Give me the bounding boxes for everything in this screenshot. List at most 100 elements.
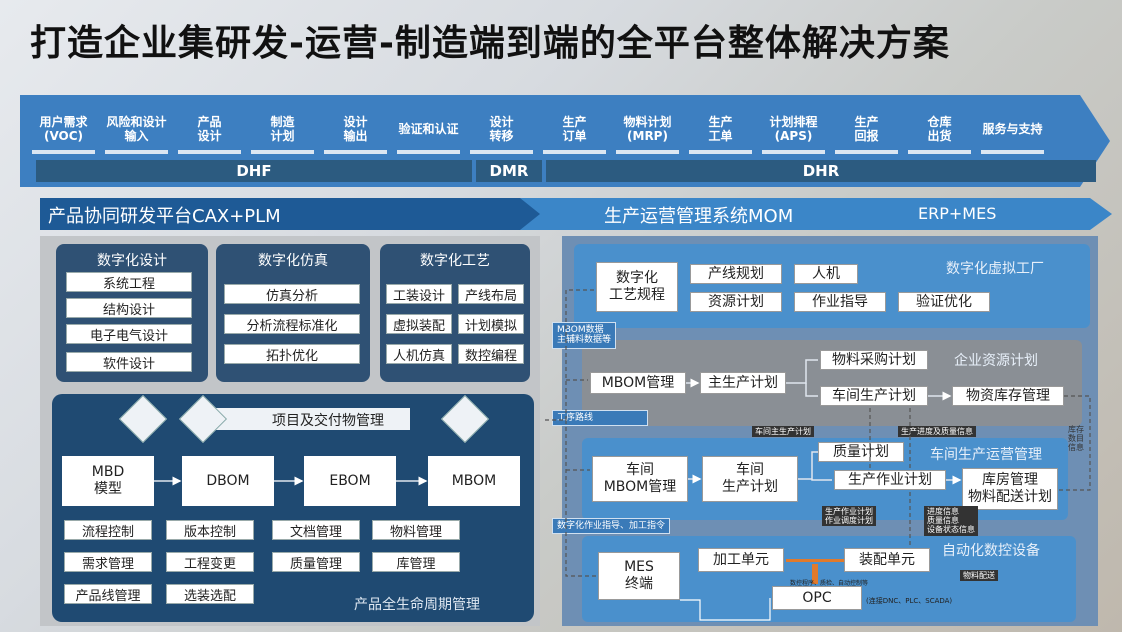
band-left-shape — [40, 198, 560, 230]
process-step: 设计 转移 — [489, 114, 514, 143]
cnc-machining: 加工单元 — [698, 548, 784, 572]
erp-mbom: MBOM管理 — [590, 372, 686, 394]
step-underline — [616, 150, 679, 154]
process-step: 验证和认证 — [398, 121, 459, 136]
orange-link — [786, 559, 844, 562]
proc-item: 产线布局 — [458, 284, 524, 304]
process-step: 计划排程 (APS) — [769, 114, 818, 143]
tag-dnc: 数控程序、质检、自动控制等 — [790, 580, 869, 587]
design-item: 电子电气设计 — [66, 324, 192, 344]
process-step: 设计 输出 — [343, 114, 368, 143]
phase-dhr: DHR — [546, 160, 1096, 182]
proc-head: 数字化工艺 — [420, 253, 490, 269]
tag-shop-plan: 车间主生产计划 — [752, 426, 814, 438]
design-item: 软件设计 — [66, 352, 192, 372]
cnc-opc: OPC — [772, 586, 862, 610]
shop-quality: 质量计划 — [818, 442, 904, 462]
opc-note: (连接DNC、PLC、SCADA) — [866, 597, 953, 605]
design-head: 数字化设计 — [97, 253, 167, 269]
process-step: 产品 设计 — [197, 114, 222, 143]
cnc-mes: MES 终端 — [598, 552, 680, 600]
orange-link-v — [812, 564, 818, 584]
mgmt-item: 文档管理 — [272, 520, 360, 540]
process-step: 生产 订单 — [562, 114, 587, 143]
proc-item: 虚拟装配 — [386, 314, 452, 334]
step-underline — [543, 150, 606, 154]
virtual-main: 数字化 工艺规程 — [596, 262, 678, 312]
shop-warehouse: 库房管理 物料配送计划 — [962, 468, 1058, 510]
mgmt-item: 版本控制 — [166, 520, 254, 540]
mgmt-item: 流程控制 — [64, 520, 152, 540]
step-underline — [689, 150, 752, 154]
process-step: 风险和设计 输入 — [106, 114, 167, 143]
step-underline — [105, 150, 168, 154]
sim-item: 拓扑优化 — [224, 344, 360, 364]
mgmt-item: 物料管理 — [372, 520, 460, 540]
phase-dmr: DMR — [476, 160, 542, 182]
mgmt-item: 质量管理 — [272, 552, 360, 572]
design-item: 系统工程 — [66, 272, 192, 292]
proc-item: 工装设计 — [386, 284, 452, 304]
project-label: 项目及交付物管理 — [272, 413, 384, 429]
step-underline — [397, 150, 460, 154]
proc-item: 数控编程 — [458, 344, 524, 364]
mgmt-item: 产品线管理 — [64, 584, 152, 604]
mgmt-item: 工程变更 — [166, 552, 254, 572]
band-right-shape — [520, 198, 1112, 230]
process-step: 制造 计划 — [270, 114, 295, 143]
flow-mbom: MBOM — [428, 456, 520, 506]
proc-item: 人机仿真 — [386, 344, 452, 364]
tag-material: 物料配送 — [960, 570, 998, 582]
sim-item: 仿真分析 — [224, 284, 360, 304]
erp-purchase: 物料采购计划 — [820, 350, 928, 370]
erp-inventory: 物资库存管理 — [952, 386, 1064, 406]
flow-mbd: MBD 模型 — [62, 456, 154, 506]
band-left-label: 产品协同研发平台CAX+PLM — [48, 206, 281, 227]
shop-label: 车间生产运营管理 — [930, 447, 1042, 463]
process-step: 仓库 出货 — [927, 114, 952, 143]
flow-dbom: DBOM — [182, 456, 274, 506]
virtual-item: 产线规划 — [690, 264, 782, 284]
shop-plan: 车间 生产计划 — [702, 456, 798, 502]
erp-shop-plan: 车间生产计划 — [820, 386, 928, 406]
step-underline — [981, 150, 1044, 154]
plm-footer: 产品全生命周期管理 — [354, 597, 480, 613]
tag-status: 进度信息 质量信息 设备状态信息 — [924, 506, 978, 536]
erp-label: 企业资源计划 — [954, 353, 1038, 369]
erp-master-plan: 主生产计划 — [700, 372, 786, 394]
shop-mbom: 车间 MBOM管理 — [592, 456, 688, 502]
flow-ebom: EBOM — [304, 456, 396, 506]
step-underline — [762, 150, 825, 154]
virtual-item: 资源计划 — [690, 292, 782, 312]
step-underline — [178, 150, 241, 154]
tag-stock: 库存 数目 信息 — [1068, 425, 1084, 452]
step-underline — [251, 150, 314, 154]
step-underline — [908, 150, 971, 154]
tag-mbom-data: MBOM数据 主辅料数据等 — [552, 322, 617, 349]
phase-dhf: DHF — [36, 160, 472, 182]
process-step: 生产 工单 — [708, 114, 733, 143]
tag-progress: 生产进度及质量信息 — [898, 426, 976, 438]
sim-item: 分析流程标准化 — [224, 314, 360, 334]
virtual-label: 数字化虚拟工厂 — [946, 261, 1044, 277]
cnc-assembly: 装配单元 — [844, 548, 930, 572]
process-step: 物料计划 (MRP) — [623, 114, 672, 143]
proc-item: 计划模拟 — [458, 314, 524, 334]
mgmt-item: 库管理 — [372, 552, 460, 572]
mgmt-item: 需求管理 — [64, 552, 152, 572]
mgmt-item: 选装选配 — [166, 584, 254, 604]
step-underline — [32, 150, 95, 154]
sim-head: 数字化仿真 — [258, 253, 328, 269]
process-step: 服务与支持 — [982, 121, 1043, 136]
step-underline — [470, 150, 533, 154]
tag-guide: 数字化作业指导、加工指令 — [552, 518, 671, 535]
band-right-sub: ERP+MES — [918, 204, 997, 223]
virtual-item: 验证优化 — [898, 292, 990, 312]
virtual-item: 作业指导 — [794, 292, 886, 312]
tag-route: 工序路线 — [552, 410, 648, 427]
step-underline — [835, 150, 898, 154]
page-title: 打造企业集研发-运营-制造端到端的全平台整体解决方案 — [30, 23, 950, 64]
tag-work-plan: 生产作业计划 作业调度计划 — [822, 506, 876, 527]
step-underline — [324, 150, 387, 154]
process-step: 生产 回报 — [854, 114, 879, 143]
